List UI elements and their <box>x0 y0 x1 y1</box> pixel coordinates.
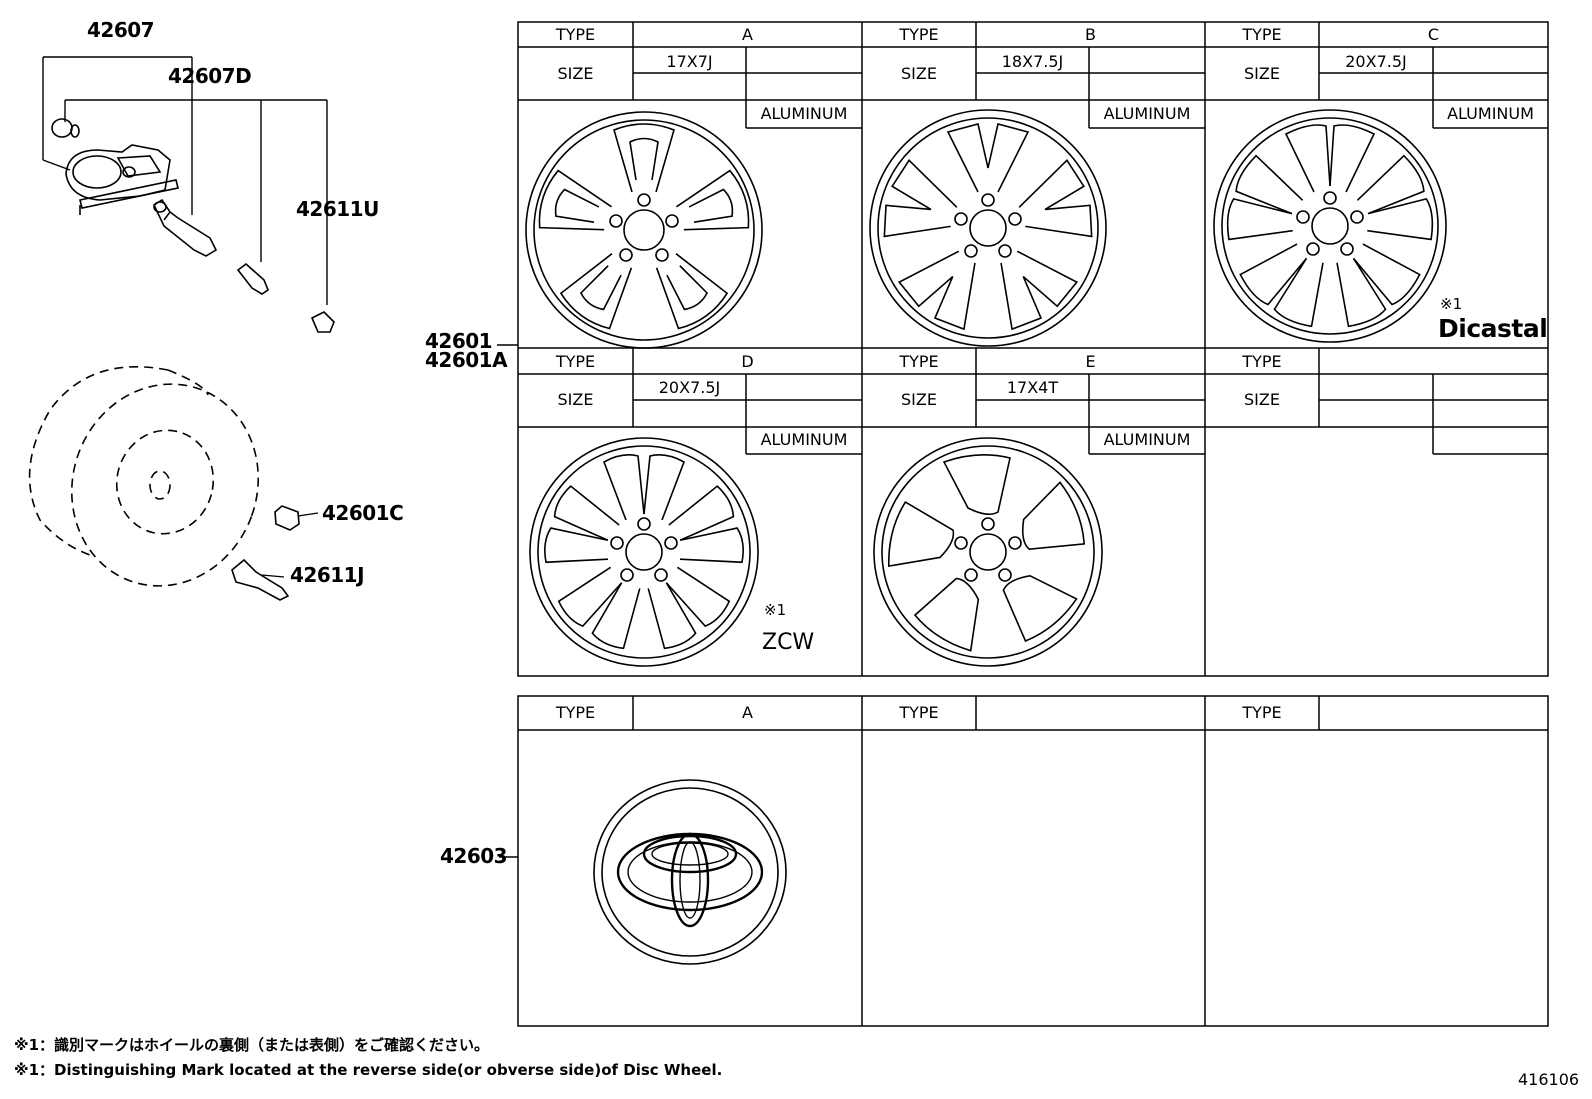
center-cap-icon <box>593 779 787 965</box>
mark-zcw: ZCW <box>762 630 815 655</box>
wheel-type-b: B <box>1085 25 1096 44</box>
row-label-42603: 42603 <box>440 844 508 868</box>
wheel-table-grid <box>517 21 1549 677</box>
type-header: TYPE <box>555 703 596 722</box>
wheel-size-c: 20X7.5J <box>1345 52 1407 71</box>
valve-stem-icon <box>152 198 218 257</box>
wheel-b-icon <box>869 109 1107 347</box>
wheel-material-e: ALUMINUM <box>1103 430 1191 449</box>
mark-dicastal: Dicastal <box>1438 314 1548 343</box>
mark-note-c: ※1 <box>1440 295 1463 313</box>
size-header: SIZE <box>901 390 937 409</box>
type-header: TYPE <box>1242 352 1282 371</box>
size-header: SIZE <box>1244 64 1280 83</box>
tpms-sensor-icon <box>51 118 179 215</box>
valve-stem-j-icon <box>231 558 290 601</box>
cap-type-a: A <box>742 703 753 722</box>
type-header: TYPE <box>1242 703 1282 722</box>
type-header: TYPE <box>899 25 939 44</box>
hub-nut-icon <box>274 505 319 531</box>
footnote-jp: ※1：識別マークはホイールの裏側（または表側）をご確認ください。 <box>14 1036 490 1054</box>
size-header: SIZE <box>557 390 594 409</box>
size-header: SIZE <box>557 64 594 83</box>
wheel-a-icon <box>525 111 763 349</box>
wheel-material-d: ALUMINUM <box>760 430 848 449</box>
part-label-42607: 42607 <box>87 18 155 42</box>
mark-note-d: ※1 <box>764 601 787 619</box>
wheel-type-e: E <box>1085 352 1096 371</box>
valve-cap-icon <box>310 311 335 333</box>
valve-core-icon <box>236 262 269 295</box>
row-label-42601a: 42601A <box>425 348 508 372</box>
wheel-material-b: ALUMINUM <box>1103 104 1191 123</box>
type-header: TYPE <box>1242 25 1282 44</box>
diagram-id: 416106 <box>1518 1070 1580 1089</box>
type-header: TYPE <box>555 352 596 371</box>
type-header: TYPE <box>555 25 596 44</box>
type-header: TYPE <box>899 352 939 371</box>
part-label-42607d: 42607D <box>168 64 252 88</box>
wheel-size-a: 17X7J <box>666 52 713 71</box>
wheel-type-c: C <box>1427 25 1440 44</box>
wheel-material-c: ALUMINUM <box>1447 104 1534 123</box>
type-header: TYPE <box>899 703 939 722</box>
wheel-type-a: A <box>742 25 753 44</box>
part-label-42611u: 42611U <box>296 197 379 221</box>
wheel-type-d: D <box>741 352 754 371</box>
sensor-leader-lines <box>42 56 328 305</box>
size-header: SIZE <box>901 64 937 83</box>
size-header: SIZE <box>1244 390 1280 409</box>
cap-table-grid <box>517 695 1549 1027</box>
row-label-42601: 42601 <box>425 329 493 353</box>
row-leaders <box>497 344 518 858</box>
part-label-42611j: 42611J <box>290 563 365 587</box>
footnote-en: ※1：Distinguishing Mark located at the re… <box>14 1061 723 1079</box>
tire-icon <box>28 366 260 587</box>
wheel-material-a: ALUMINUM <box>760 104 848 123</box>
wheel-size-b: 18X7.5J <box>1001 52 1064 71</box>
wheel-size-d: 20X7.5J <box>658 378 721 397</box>
part-label-42601c: 42601C <box>322 501 404 525</box>
wheel-c-icon <box>1213 109 1447 343</box>
wheel-d-icon <box>529 437 759 667</box>
wheel-size-e: 17X4T <box>1006 378 1059 397</box>
wheel-e-icon <box>873 437 1103 667</box>
